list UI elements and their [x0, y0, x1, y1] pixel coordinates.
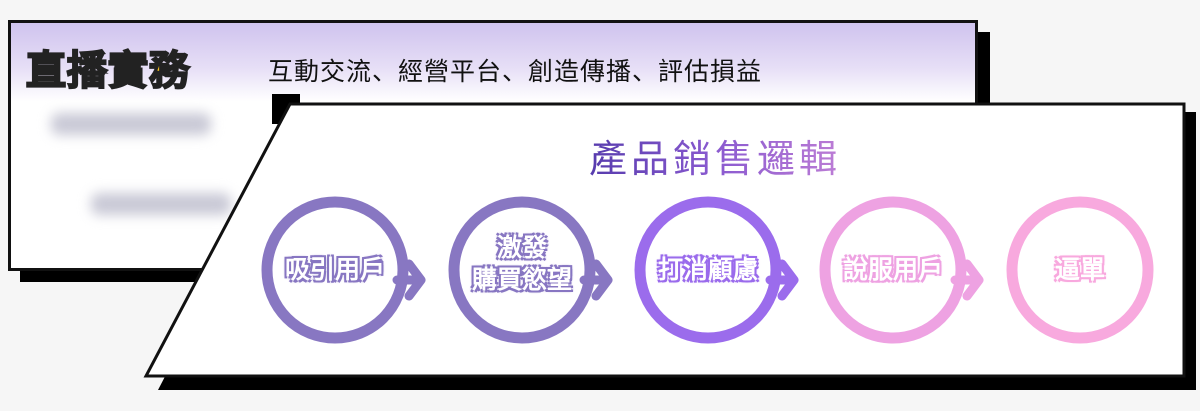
- step-label-line: 激發: [496, 233, 547, 262]
- step-ring: [448, 196, 596, 344]
- arrow-right-icon: [392, 259, 426, 301]
- blurred-text: [91, 193, 231, 215]
- step-label-line: 購買慾望: [471, 265, 572, 294]
- step-ring: [261, 196, 409, 344]
- step-ring: [1006, 196, 1154, 344]
- step-label: 逼單: [1054, 255, 1105, 284]
- step-label: 打消顧慮: [657, 255, 758, 284]
- brand-title: 直播實務: [25, 47, 190, 95]
- step-label: 說服用戶: [842, 255, 943, 284]
- step-label: 激發購買慾望: [447, 232, 597, 296]
- panel-title: 產品銷售邏輯: [520, 128, 910, 183]
- blurred-text: [51, 113, 211, 135]
- arrow-right-icon: [579, 259, 613, 301]
- arrow-right-icon: [950, 259, 984, 301]
- step-ring: [819, 196, 967, 344]
- subtitle: 互動交流、經營平台、創造傳播、評估損益: [268, 57, 763, 86]
- step-label: 吸引用戶: [284, 255, 385, 284]
- arrow-right-icon: [765, 259, 799, 301]
- step-ring: [634, 196, 782, 344]
